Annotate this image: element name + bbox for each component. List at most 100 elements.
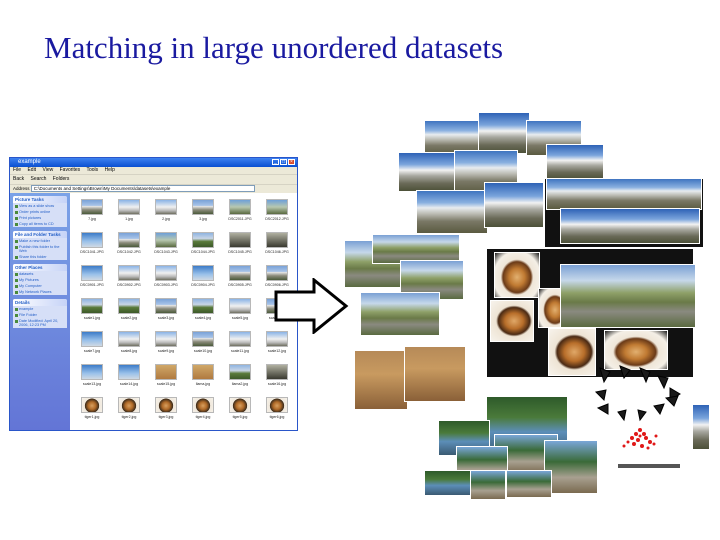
task-panel-title[interactable]: Picture Tasks bbox=[13, 196, 67, 203]
file-thumbnail-item[interactable]: scale16.jpg bbox=[261, 362, 293, 395]
thumbnail-image bbox=[155, 199, 177, 215]
menu-item-favorites[interactable]: Favorites bbox=[59, 167, 81, 173]
task-panel-title[interactable]: File and Folder Tasks bbox=[13, 231, 67, 238]
file-thumbnail-item[interactable]: scale15.jpg bbox=[150, 362, 182, 395]
file-name: scale4.jpg bbox=[194, 316, 212, 320]
slide-title: Matching in large unordered datasets bbox=[44, 30, 504, 65]
file-thumbnail-item[interactable]: 1.jpg bbox=[113, 197, 145, 230]
file-thumbnail-item[interactable]: scale14.jpg bbox=[113, 362, 145, 395]
file-thumbnail-item[interactable]: scale10.jpg bbox=[187, 329, 219, 362]
file-thumbnail-item[interactable]: DSC0906.JPG bbox=[261, 263, 293, 296]
file-thumbnail-item[interactable]: 7.jpg bbox=[76, 197, 108, 230]
file-name: tiger5.jpg bbox=[232, 415, 248, 419]
task-panel-title[interactable]: Other Places bbox=[13, 264, 67, 271]
thumbnail-image bbox=[118, 298, 140, 314]
file-thumbnail-item[interactable]: scale4.jpg bbox=[187, 296, 219, 329]
file-name: DSC1046.JPG bbox=[265, 250, 289, 254]
task-link[interactable]: File Folder bbox=[13, 312, 67, 318]
file-thumbnail-item[interactable]: tiger3.jpg bbox=[150, 395, 182, 428]
file-name: tiger3.jpg bbox=[158, 415, 174, 419]
file-thumbnail-item[interactable]: tiger5.jpg bbox=[224, 395, 256, 428]
address-input[interactable]: C:\Documents and Settings\Brown\My Docum… bbox=[30, 185, 255, 193]
file-thumbnail-item[interactable]: tiger6.jpg bbox=[261, 395, 293, 428]
file-thumbnail-item[interactable]: tiger1.jpg bbox=[76, 395, 108, 428]
thumbnail-image bbox=[229, 331, 251, 347]
task-link[interactable]: Make a new folder bbox=[13, 238, 67, 244]
thumbnail-image bbox=[81, 397, 103, 413]
minimize-icon[interactable]: _ bbox=[272, 159, 279, 165]
file-thumbnail-item[interactable]: tiger4.jpg bbox=[187, 395, 219, 428]
file-thumbnail-item[interactable]: scale9.jpg bbox=[150, 329, 182, 362]
file-thumbnail-item[interactable]: DSC0901.JPG bbox=[76, 263, 108, 296]
task-link[interactable]: Copy all items to CD bbox=[13, 221, 67, 227]
thumbnail-image bbox=[81, 232, 103, 248]
task-link[interactable]: Publish this folder to the Web bbox=[13, 244, 67, 254]
file-thumbnail-item[interactable]: scale7.jpg bbox=[76, 329, 108, 362]
window-title: example bbox=[18, 159, 41, 165]
task-panel-title[interactable]: Details bbox=[13, 299, 67, 306]
task-link[interactable]: Share this folder bbox=[13, 254, 67, 260]
file-thumbnail-item[interactable]: 2.jpg bbox=[150, 197, 182, 230]
maximize-icon[interactable]: □ bbox=[280, 159, 287, 165]
file-name: DSC2012.JPG bbox=[265, 217, 289, 221]
file-name: 1.jpg bbox=[125, 217, 133, 221]
file-name: scale16.jpg bbox=[267, 382, 287, 386]
menu-item-tools[interactable]: Tools bbox=[86, 167, 99, 173]
file-thumbnail-item[interactable]: scale2.jpg bbox=[113, 296, 145, 329]
back-button[interactable]: Back bbox=[13, 176, 25, 182]
file-thumbnail-item[interactable]: llama2.jpg bbox=[224, 362, 256, 395]
file-thumbnail-item[interactable]: scale3.jpg bbox=[150, 296, 182, 329]
folders-button[interactable]: Folders bbox=[52, 176, 70, 182]
photo bbox=[494, 252, 540, 298]
camera-reconstruction bbox=[594, 365, 681, 468]
file-thumbnail-item[interactable]: scale11.jpg bbox=[224, 329, 256, 362]
thumbnail-image bbox=[266, 364, 288, 380]
file-thumbnail-item[interactable]: scale5.jpg bbox=[224, 296, 256, 329]
search-button[interactable]: Search bbox=[30, 176, 47, 182]
task-link[interactable]: Date Modified: April 20, 2006, 12:23 PM bbox=[13, 318, 67, 328]
file-thumbnail-item[interactable]: DSC1046.JPG bbox=[261, 230, 293, 263]
file-thumbnail-item[interactable]: DSC1041.JPG bbox=[76, 230, 108, 263]
file-thumbnail-item[interactable]: DSC1043.JPG bbox=[150, 230, 182, 263]
menu-item-help[interactable]: Help bbox=[104, 167, 115, 173]
file-thumbnail-item[interactable]: DSC0903.JPG bbox=[150, 263, 182, 296]
task-link[interactable]: My Network Places bbox=[13, 289, 67, 295]
file-thumbnail-item[interactable]: DSC2011.JPG bbox=[224, 197, 256, 230]
file-thumbnail-item[interactable]: scale12.jpg bbox=[261, 329, 293, 362]
file-thumbnail-item[interactable]: DSC1045.JPG bbox=[224, 230, 256, 263]
file-name: DSC2011.JPG bbox=[228, 217, 252, 221]
thumbnail-image bbox=[192, 199, 214, 215]
task-link[interactable]: My Computer bbox=[13, 283, 67, 289]
file-name: 3.jpg bbox=[199, 217, 207, 221]
file-name: scale1.jpg bbox=[83, 316, 101, 320]
thumbnail-image bbox=[81, 199, 103, 215]
close-icon[interactable]: × bbox=[288, 159, 295, 165]
file-thumbnail-item[interactable]: 3.jpg bbox=[187, 197, 219, 230]
task-link[interactable]: Order prints online bbox=[13, 209, 67, 215]
file-thumbnail-item[interactable]: DSC0905.JPG bbox=[224, 263, 256, 296]
task-link[interactable]: Print pictures bbox=[13, 215, 67, 221]
file-thumbnail-item[interactable]: DSC1044.JPG bbox=[187, 230, 219, 263]
task-link[interactable]: datasets bbox=[13, 271, 67, 277]
task-link[interactable]: My Pictures bbox=[13, 277, 67, 283]
file-thumbnail-item[interactable]: DSC2012.JPG bbox=[261, 197, 293, 230]
file-thumbnail-item[interactable]: DSC1042.JPG bbox=[113, 230, 145, 263]
thumbnail-image bbox=[192, 364, 214, 380]
file-thumbnail-item[interactable]: llama.jpg bbox=[187, 362, 219, 395]
file-thumbnail-item[interactable]: scale8.jpg bbox=[113, 329, 145, 362]
photo bbox=[548, 328, 596, 376]
menu-item-view[interactable]: View bbox=[42, 167, 54, 173]
camera-icon bbox=[657, 375, 669, 390]
file-thumbnail-item[interactable]: tiger2.jpg bbox=[113, 395, 145, 428]
file-thumbnail-item[interactable]: scale13.jpg bbox=[76, 362, 108, 395]
menu-item-file[interactable]: File bbox=[13, 167, 22, 173]
file-name: DSC0906.JPG bbox=[265, 283, 289, 287]
file-thumbnail-item[interactable]: DSC0904.JPG bbox=[187, 263, 219, 296]
menu-item-edit[interactable]: Edit bbox=[27, 167, 37, 173]
file-thumbnail-item[interactable]: scale1.jpg bbox=[76, 296, 108, 329]
file-thumbnail-item[interactable]: DSC0902.JPG bbox=[113, 263, 145, 296]
camera-icon bbox=[596, 403, 609, 415]
task-link[interactable]: example bbox=[13, 306, 67, 312]
address-bar: Address C:\Documents and Settings\Brown\… bbox=[10, 184, 297, 193]
task-link[interactable]: View as a slide show bbox=[13, 203, 67, 209]
